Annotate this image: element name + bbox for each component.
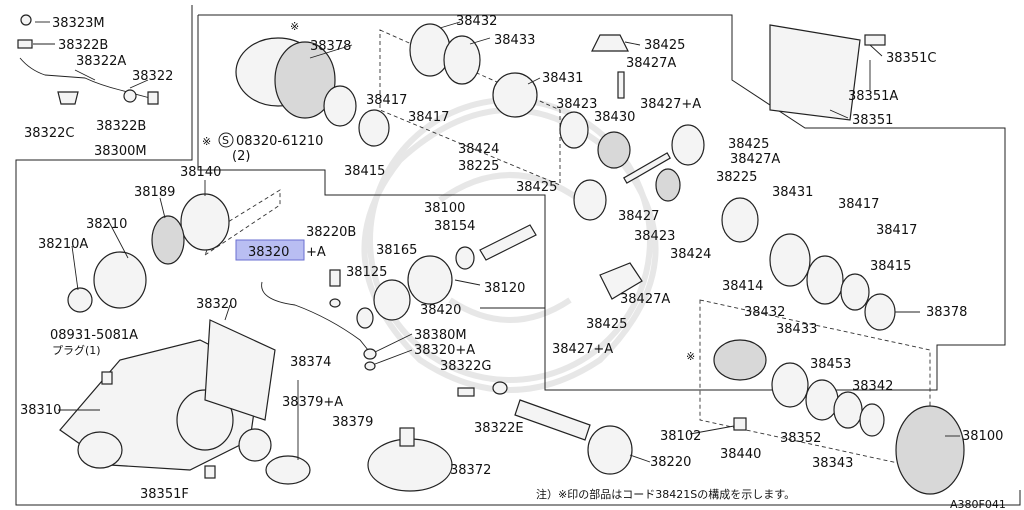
label-38351F: 38351F xyxy=(140,487,189,502)
label-38352: 38352 xyxy=(780,431,821,446)
label-38378-b: 38378 xyxy=(926,305,967,320)
label-38322E: 38322E xyxy=(474,421,524,436)
leader-lines xyxy=(33,21,960,463)
label-38154: 38154 xyxy=(434,219,475,234)
label-38372: 38372 xyxy=(450,463,491,478)
label-38415-b: 38415 xyxy=(870,259,911,274)
label-38379PA: 38379+A xyxy=(282,395,343,410)
label-38423-a: 38423 xyxy=(556,97,597,112)
label-38414: 38414 xyxy=(722,279,763,294)
label-38125: 38125 xyxy=(346,265,387,280)
label-38100-a: 38100 xyxy=(424,201,465,216)
label-08320: 08320-61210 xyxy=(236,134,323,149)
label-38423-b: 38423 xyxy=(634,229,675,244)
label-38417-a: 38417 xyxy=(366,93,407,108)
label-38453: 38453 xyxy=(810,357,851,372)
label-38440: 38440 xyxy=(720,447,761,462)
label-38424-a: 38424 xyxy=(458,142,499,157)
label-38322B-a: 38322B xyxy=(58,38,108,53)
label-38424-b: 38424 xyxy=(670,247,711,262)
label-38220B: 38220B xyxy=(306,225,356,240)
label-38417-d: 38417 xyxy=(876,223,917,238)
label-38380M: 38380M xyxy=(414,328,467,343)
carrier-parts-top xyxy=(235,23,886,184)
label-38433-a: 38433 xyxy=(494,33,535,48)
label-38320-b: 38320 xyxy=(196,297,237,312)
label-38322: 38322 xyxy=(132,69,173,84)
label-38343: 38343 xyxy=(812,456,853,471)
carrier-parts-middle xyxy=(67,168,896,381)
label-38100-b: 38100 xyxy=(962,429,1003,444)
label-38427A-c: 38427A xyxy=(620,292,670,307)
highlight-38320 xyxy=(235,239,305,261)
label-38210A: 38210A xyxy=(38,237,88,252)
label-38120: 38120 xyxy=(484,281,525,296)
label-38432-b: 38432 xyxy=(744,305,785,320)
label-08931: 08931-5081A xyxy=(50,328,138,343)
label-38165: 38165 xyxy=(376,243,417,258)
breather-assembly xyxy=(17,14,159,105)
label-38320PA: 38320+A xyxy=(414,343,475,358)
label-38427PA-b: 38427+A xyxy=(552,342,613,357)
label-38342: 38342 xyxy=(852,379,893,394)
label-38140: 38140 xyxy=(180,165,221,180)
carrier-parts-bottom xyxy=(59,319,965,495)
label-38323M: 38323M xyxy=(52,16,105,31)
label-38322B-b: 38322B xyxy=(96,119,146,134)
label-asterisk-b: ※ xyxy=(290,20,299,33)
label-38210: 38210 xyxy=(86,217,127,232)
screw-symbol-circle xyxy=(218,132,234,148)
label-38351: 38351 xyxy=(852,113,893,128)
label-38322G: 38322G xyxy=(440,359,491,374)
label-38430: 38430 xyxy=(594,110,635,125)
footnote: 注）※印の部品はコード38421Sの構成を示します。 xyxy=(536,487,795,501)
label-asterisk-a: ※ xyxy=(202,135,211,148)
label-38322C: 38322C xyxy=(24,126,74,141)
label-38427-b: 38427 xyxy=(618,209,659,224)
label-38220: 38220 xyxy=(650,455,691,470)
label-38433-b: 38433 xyxy=(776,322,817,337)
label-38322A: 38322A xyxy=(76,54,126,69)
label-38320-highlighted: 38320 xyxy=(248,245,289,260)
screw-symbol-s: S xyxy=(222,134,229,147)
label-plug: プラグ(1) xyxy=(52,343,101,357)
label-38425-d: 38425 xyxy=(586,317,627,332)
label-38425-a: 38425 xyxy=(644,38,685,53)
label-38427A-a: 38427A xyxy=(626,56,676,71)
label-38417-c: 38417 xyxy=(838,197,879,212)
label-38189: 38189 xyxy=(134,185,175,200)
label-38378-a: 38378 xyxy=(310,39,351,54)
label-38417-b: 38417 xyxy=(408,110,449,125)
label-38431-b: 38431 xyxy=(772,185,813,200)
label-38320-suffix: +A xyxy=(306,245,326,260)
label-38225-b: 38225 xyxy=(716,170,757,185)
label-38425-c: 38425 xyxy=(516,180,557,195)
label-38425-b: 38425 xyxy=(728,137,769,152)
label-38374: 38374 xyxy=(290,355,331,370)
label-08320-qty: (2) xyxy=(232,149,250,164)
label-38300M: 38300M xyxy=(94,144,147,159)
label-38415-a: 38415 xyxy=(344,164,385,179)
label-38432-a: 38432 xyxy=(456,14,497,29)
label-38225-a: 38225 xyxy=(458,159,499,174)
label-38351A: 38351A xyxy=(848,89,898,104)
label-38427PA-a: 38427+A xyxy=(640,97,701,112)
label-38379: 38379 xyxy=(332,415,373,430)
label-38310: 38310 xyxy=(20,403,61,418)
part-labels: 38323M 38322B 38322A 38322 38322B 38322C… xyxy=(20,14,1006,510)
label-38102: 38102 xyxy=(660,429,701,444)
label-38351C: 38351C xyxy=(886,51,936,66)
label-38427A-b: 38427A xyxy=(730,152,780,167)
diagram-id: A380F041 xyxy=(950,498,1006,510)
label-38431-a: 38431 xyxy=(542,71,583,86)
label-asterisk-c: ※ xyxy=(686,350,695,363)
frames xyxy=(15,5,1021,506)
label-38420: 38420 xyxy=(420,303,461,318)
